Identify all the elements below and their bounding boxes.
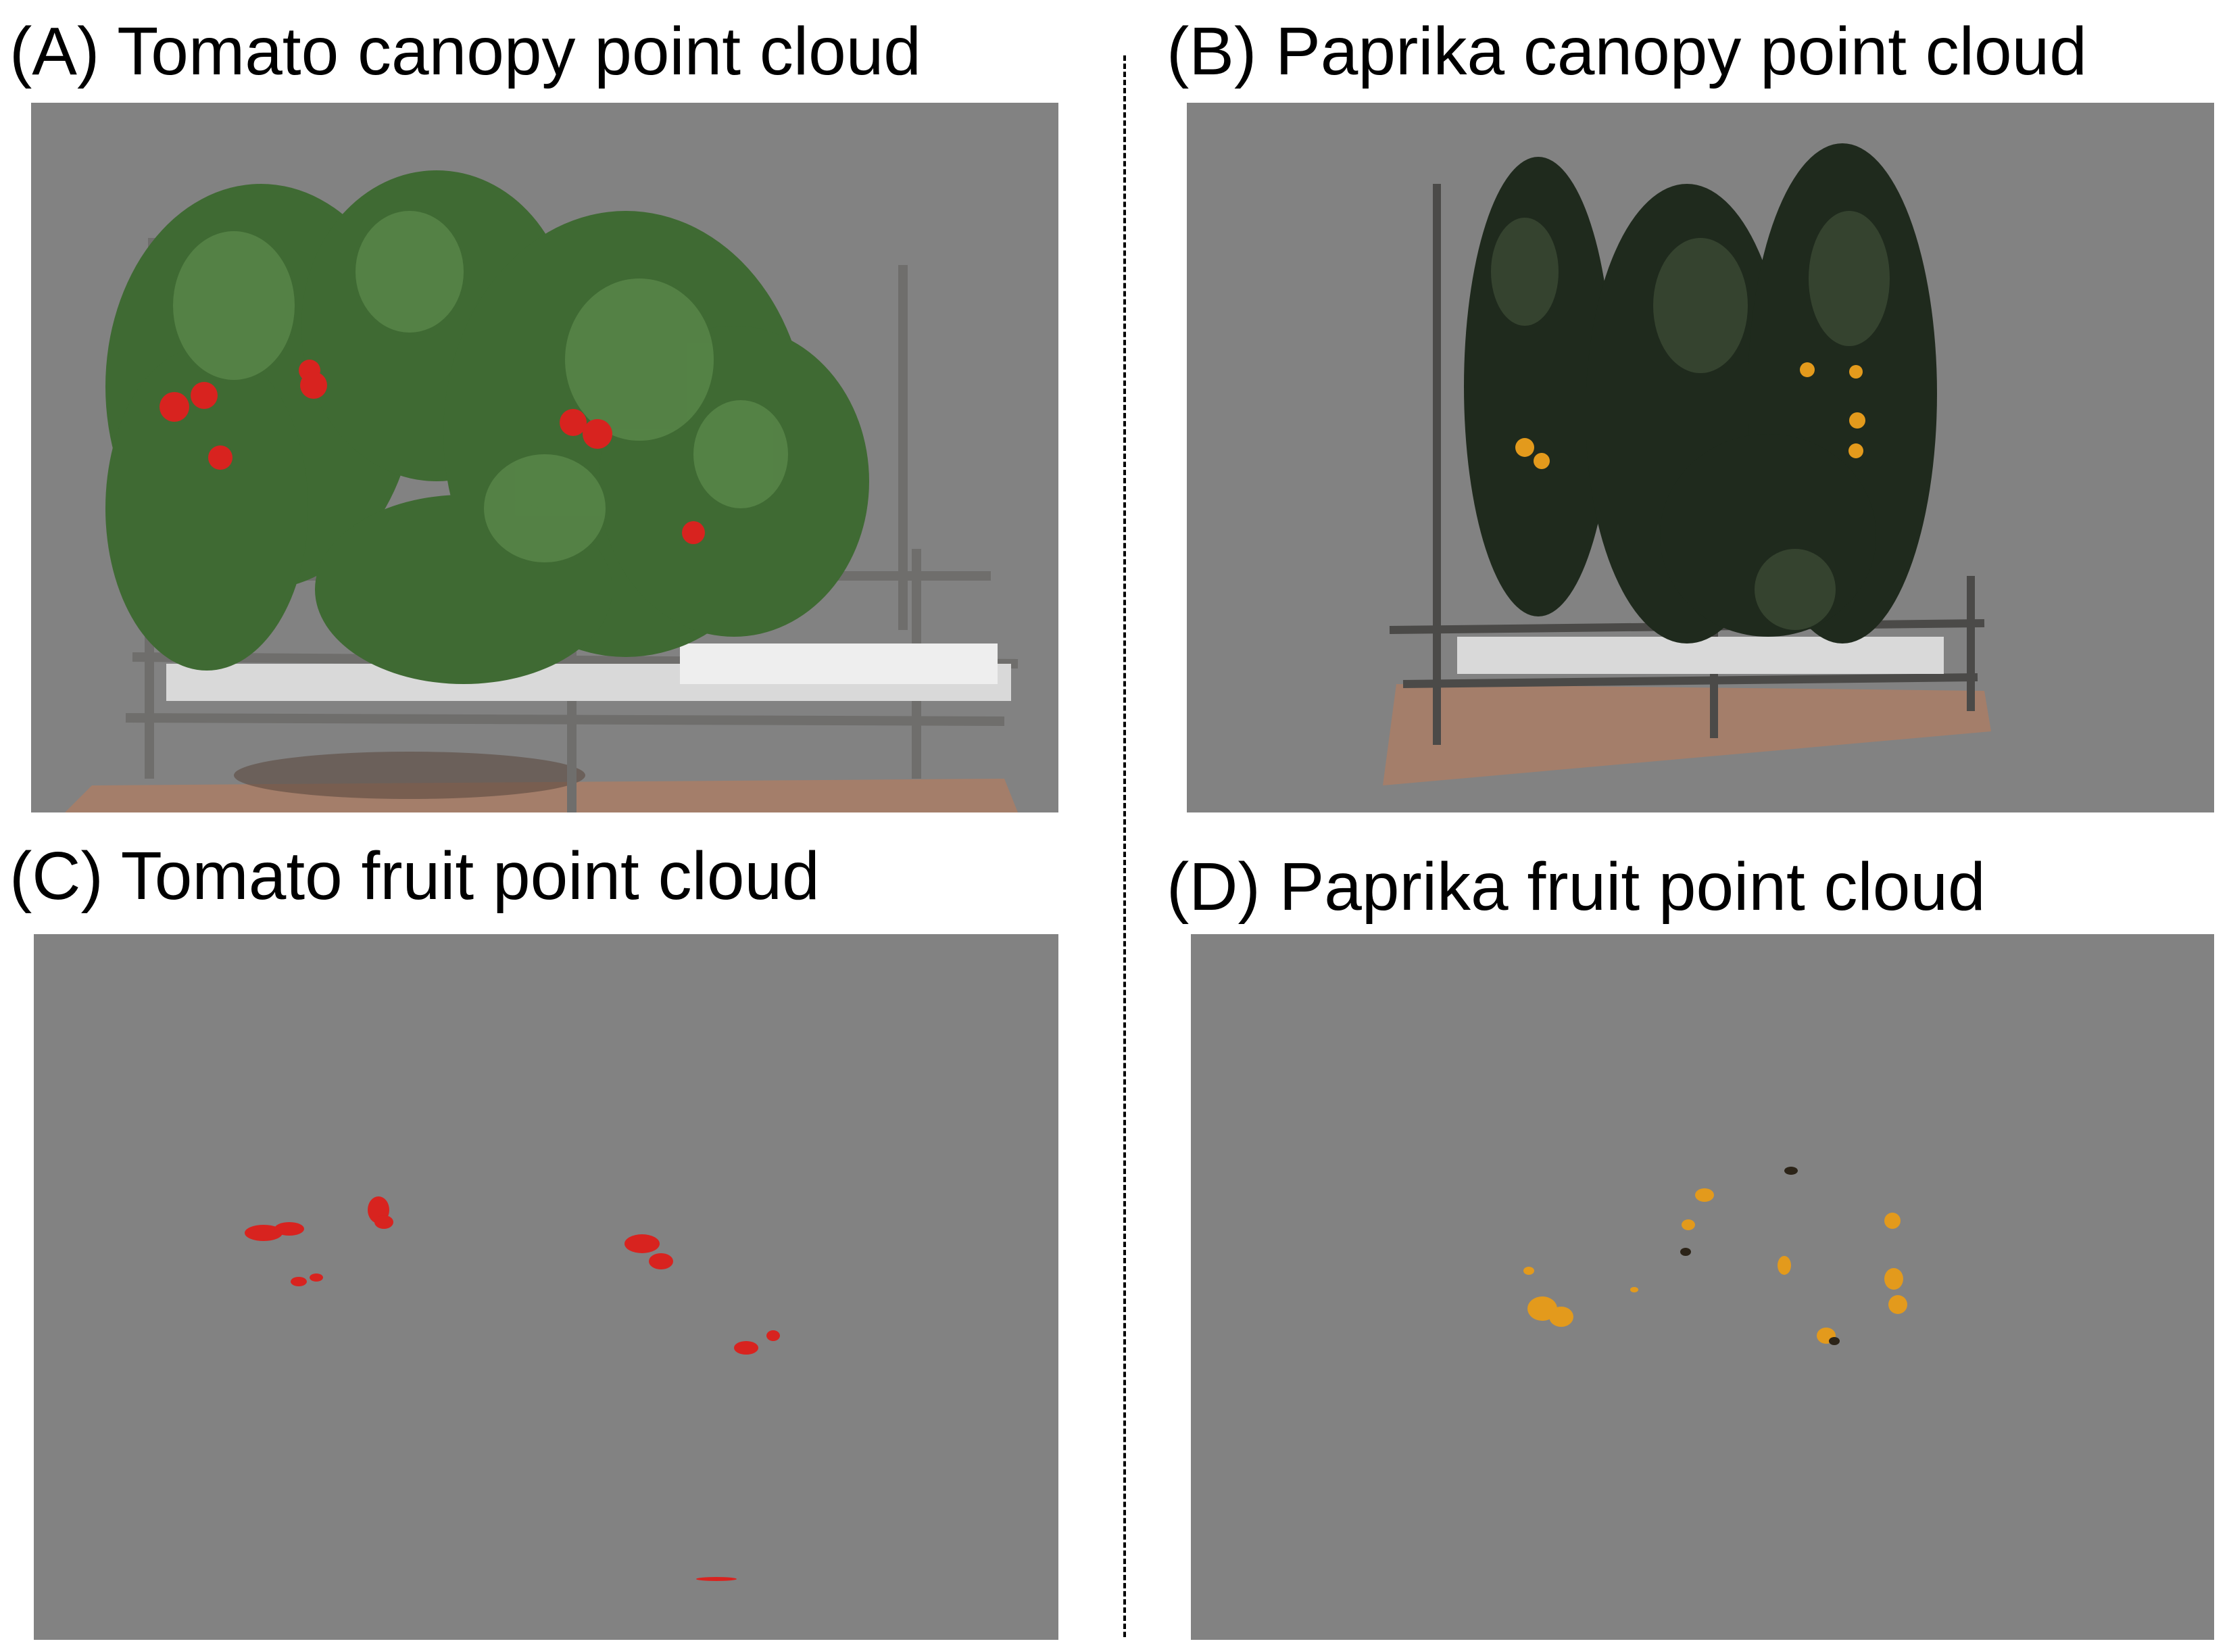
tomato-canopy-render: [65, 170, 1019, 812]
paprika-canopy-image: [1187, 103, 2214, 812]
substrate-bag-highlight: [680, 643, 998, 684]
tomato-fruit-image: [34, 934, 1058, 1640]
tomato-fruits: [160, 360, 705, 544]
paprika-fruit-image: [1191, 934, 2214, 1640]
panel-a-caption: (A) Tomato canopy point cloud: [9, 14, 921, 89]
paprika-foliage-highlights: [1491, 211, 1890, 630]
paprika-fruits: [1515, 362, 1865, 469]
tomato-canopy-image: [31, 103, 1058, 812]
panel-c-caption: (C) Tomato fruit point cloud: [9, 838, 820, 914]
tomato-fruit-render: [245, 1196, 780, 1581]
floor: [1383, 684, 1991, 785]
tomato-fruit-points: [245, 1196, 780, 1581]
panel-divider: [1123, 55, 1126, 1637]
tomato-foliage-highlights: [173, 211, 788, 562]
paprika-fruit-points: [1523, 1188, 1907, 1344]
paprika-canopy-render: [1383, 143, 1991, 785]
substrate-bag: [1457, 637, 1944, 674]
paprika-dark-points: [1680, 1167, 1840, 1345]
panel-b-caption: (B) Paprika canopy point cloud: [1167, 14, 2087, 89]
paprika-fruit-render: [1523, 1167, 1907, 1345]
panel-d-caption: (D) Paprika fruit point cloud: [1167, 849, 1986, 925]
floor-shadow: [234, 752, 585, 799]
